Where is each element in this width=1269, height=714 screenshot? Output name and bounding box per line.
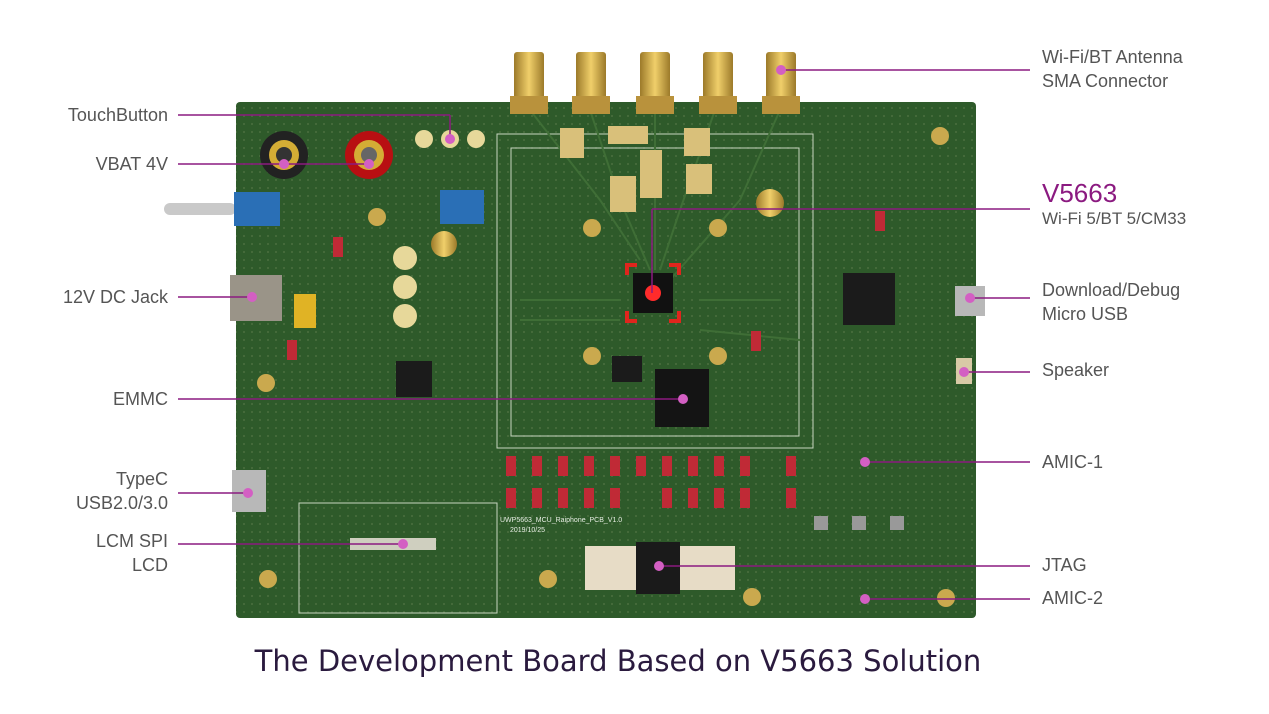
touch-pads [393,130,485,328]
callout-lines [178,65,1030,604]
label-typec: TypeC USB2.0/3.0 [75,469,168,513]
label-chip: V5663 Wi-Fi 5/BT 5/CM33 [1042,178,1186,230]
label-micro-usb: Download/Debug Micro USB [1042,280,1181,324]
pmic-chip [396,361,432,397]
figure-caption: The Development Board Based on V5663 Sol… [254,644,982,678]
pcb-board [236,102,976,618]
jumper-array [287,211,885,508]
rf-pads [560,126,712,212]
label-amic-1: AMIC-1 [1042,452,1104,472]
chip-title: V5663 [1042,178,1118,208]
vbat-terminals [260,131,393,179]
label-vbat: VBAT 4V [95,154,168,174]
power-switch [164,190,484,226]
label-dc-jack: 12V DC Jack [62,287,168,307]
button [890,516,904,530]
pcb-name-text: UWP5663_MCU_Raiphone_PCB_V1.0 [500,517,622,524]
button [814,516,828,530]
mcu-chip [843,273,895,325]
mounting-holes [257,127,955,607]
label-speaker: Speaker [1042,360,1110,380]
button [852,516,866,530]
v5663-chip [625,263,681,323]
pcb-date-text: 2019/10/25 [510,527,545,534]
chip-subtitle: Wi-Fi 5/BT 5/CM33 [1042,209,1187,228]
label-touchbutton: TouchButton [67,105,168,125]
label-antenna: Wi-Fi/BT Antenna SMA Connector [1042,47,1183,91]
sma-connectors [431,52,800,257]
label-lcm-spi: LCM SPI LCD [95,531,168,575]
label-jtag: JTAG [1042,555,1087,575]
capacitor [294,294,316,328]
small-chip [612,356,642,382]
label-amic-2: AMIC-2 [1042,588,1104,608]
label-emmc: EMMC [113,389,168,409]
